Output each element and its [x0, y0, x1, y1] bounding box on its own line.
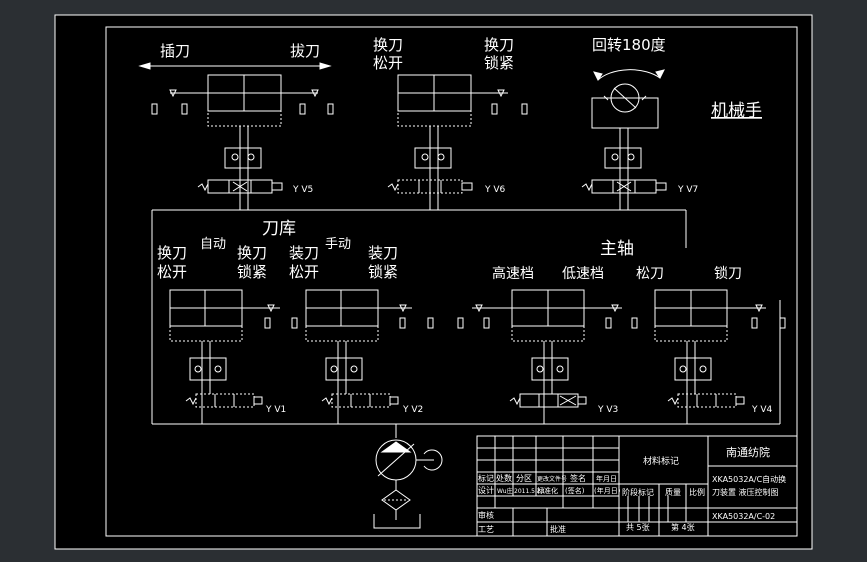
tb-material: 材料标记: [643, 455, 679, 467]
tb-process: 工艺: [478, 525, 494, 534]
label-magazine: 刀库: [262, 219, 296, 239]
valve-yv4: [667, 393, 745, 408]
label-pull: 拔刀: [290, 42, 320, 60]
tb-drawing-title-1: XKA5032A/C自动换: [712, 474, 786, 484]
label-change-1: 换刀: [373, 36, 403, 54]
valve-yv6: [387, 179, 473, 194]
tb-sign: 签名: [570, 473, 586, 483]
check-valves-top: [224, 147, 642, 169]
tb-design-name: Wu庄: [497, 487, 513, 495]
arrow-heads: [138, 62, 332, 70]
tb-design-date: 2011.5.23: [514, 488, 545, 495]
tb-count: 处数: [496, 473, 512, 483]
tb-std-date: (年月日): [594, 486, 621, 495]
label-lock-1: 锁紧: [484, 54, 514, 72]
label-robot: 机械手: [711, 101, 762, 121]
label-change-b: 换刀: [237, 244, 267, 262]
filter-symbol: [381, 480, 411, 520]
tb-drawing-no: XKA5032A/C-02: [712, 512, 775, 521]
tb-approve: 批准: [550, 524, 566, 534]
label-load-b: 装刀: [368, 244, 398, 262]
label-release-1: 松开: [373, 54, 403, 72]
cylinder-spindle-speed: [457, 289, 638, 342]
tb-drawing-title-2: 刀装置 液压控制图: [712, 487, 779, 497]
label-change-2: 换刀: [484, 36, 514, 54]
tb-zone: 分区: [516, 474, 532, 483]
label-manual: 手动: [325, 237, 351, 252]
label-yv3: Y V3: [597, 405, 618, 415]
valve-yv2: [321, 393, 399, 408]
tb-sheets-total: 共 5张: [626, 523, 650, 532]
label-spindle: 主轴: [600, 239, 634, 259]
sheet-inner-border: [105, 26, 798, 537]
label-lock-tool: 锁刀: [714, 266, 742, 282]
label-load-a: 装刀: [289, 244, 319, 262]
label-yv4: Y V4: [751, 405, 773, 415]
label-low-speed: 低速档: [562, 266, 604, 282]
tb-std-sign: (签名): [565, 486, 585, 495]
tank-symbol: [373, 514, 421, 529]
cylinder-change: [397, 74, 528, 127]
tb-review: 审核: [478, 510, 494, 520]
main-pressure-line: [151, 209, 781, 438]
tb-scale: 比例: [689, 487, 705, 497]
label-lock-b: 锁紧: [237, 263, 267, 281]
label-yv1: Y V1: [265, 405, 286, 415]
tb-change-doc: 更改文件号: [537, 475, 567, 483]
label-change-a: 换刀: [157, 244, 187, 262]
label-loosen-tool: 松刀: [636, 266, 664, 282]
cylinder-insert-pull: [151, 74, 334, 127]
cylinder-spindle-clamp: [654, 289, 786, 342]
check-valves-bottom: [189, 357, 712, 381]
label-auto: 自动: [200, 237, 226, 252]
tb-std: 标准化: [537, 486, 558, 495]
tb-date: 年月日: [596, 474, 617, 483]
label-rotate: 回转180度: [592, 36, 666, 54]
label-insert: 插刀: [160, 42, 190, 60]
tb-design: 设计: [478, 485, 494, 495]
label-yv6: Y V6: [484, 185, 506, 195]
label-lock-c: 锁紧: [368, 263, 398, 281]
title-block-grid: [476, 435, 798, 537]
label-release-a: 松开: [157, 263, 187, 281]
tb-mark: 标记: [478, 473, 494, 483]
valve-yv1: [185, 393, 263, 408]
valve-yv5: [197, 179, 283, 194]
cylinder-magazine-change: [169, 289, 298, 342]
tb-sheet-no: 第 4张: [671, 522, 695, 532]
label-release-c: 松开: [289, 263, 319, 281]
rotary-actuator: [591, 69, 665, 129]
label-high-speed: 高速档: [492, 265, 534, 282]
valve-yv7: [581, 179, 667, 194]
bottom-valve-lines: [201, 341, 696, 424]
tb-stage: 阶段标记: [622, 487, 654, 497]
label-yv2: Y V2: [402, 405, 423, 415]
valve-yv3: [509, 393, 587, 408]
tb-weight: 质量: [665, 487, 681, 497]
cylinder-magazine-load: [305, 289, 434, 342]
label-yv7: Y V7: [677, 185, 698, 195]
tb-school: 南通纺院: [726, 445, 770, 459]
label-yv5: Y V5: [292, 185, 313, 195]
